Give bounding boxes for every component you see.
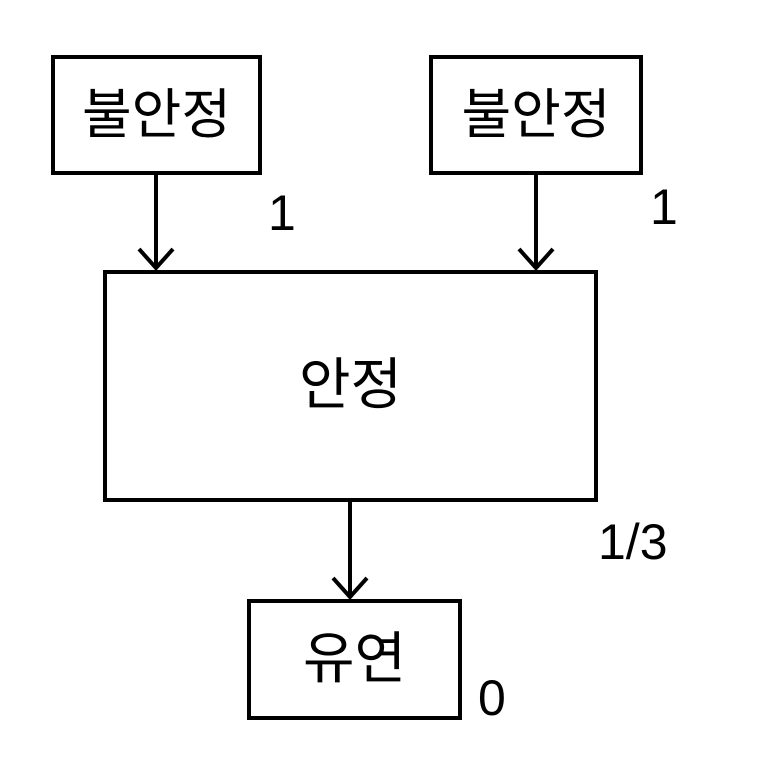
arrow-unstable-right-to-stable: [517, 175, 555, 271]
node-label: 안정: [298, 353, 403, 418]
value-unstable-left: 1: [268, 185, 296, 241]
node-label: 유연: [302, 626, 407, 692]
node-neutral: 유연: [247, 599, 462, 720]
value-neutral: 0: [478, 670, 506, 726]
node-stable: 안정: [103, 270, 598, 502]
arrow-stable-to-neutral: [331, 502, 369, 600]
arrow-unstable-left-to-stable: [137, 175, 175, 271]
node-label: 불안정: [461, 83, 611, 146]
value-unstable-right: 1: [650, 179, 678, 235]
value-stable: 1/3: [598, 514, 668, 570]
node-label: 불안정: [81, 83, 232, 146]
node-unstable-left: 불안정: [51, 55, 262, 175]
node-unstable-right: 불안정: [429, 55, 643, 175]
